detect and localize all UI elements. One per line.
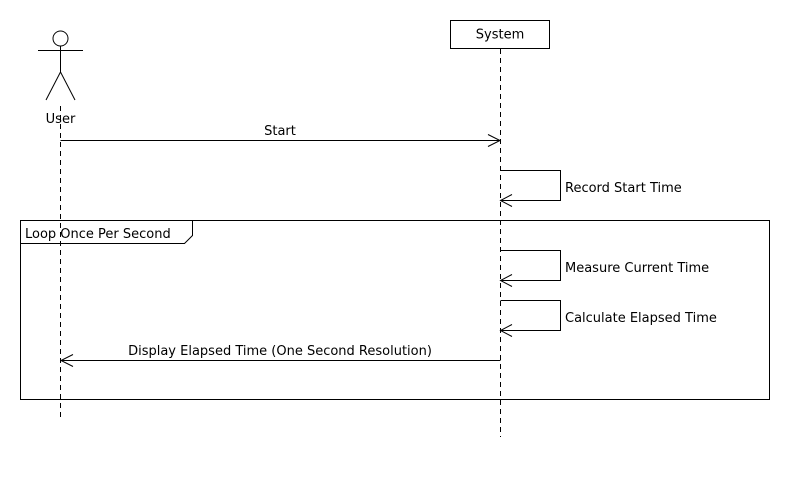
message-record-start-time-label: Record Start Time (565, 181, 682, 196)
actor-user: User (38, 30, 83, 127)
actor-user-right-leg (60, 71, 76, 101)
message-measure-current-time-arrowhead (499, 274, 513, 287)
message-start-label: Start (264, 124, 296, 139)
message-calculate-elapsed-time-label: Calculate Elapsed Time (565, 311, 717, 326)
message-display-elapsed-time-arrowhead (59, 354, 74, 367)
actor-user-head (52, 30, 69, 47)
message-calculate-elapsed-time-line (500, 300, 561, 331)
loop-fragment-frame (20, 220, 770, 400)
message-display-elapsed-time-label: Display Elapsed Time (One Second Resolut… (128, 344, 432, 359)
message-record-start-time-line (500, 170, 561, 201)
message-start: Start (60, 124, 502, 147)
loop-fragment: Loop Once Per Second (20, 220, 770, 400)
loop-fragment-label-tab (20, 220, 193, 244)
participant-system-box (450, 20, 550, 49)
actor-user-left-leg (45, 71, 61, 101)
message-record-start-time-arrowhead (499, 194, 513, 207)
message-display-elapsed-time: Display Elapsed Time (One Second Resolut… (59, 344, 501, 367)
participant-system: System (450, 20, 550, 49)
message-measure-current-time-line (500, 250, 561, 281)
loop-fragment-label: Loop Once Per Second (25, 227, 171, 242)
message-record-start-time: Record Start Time (499, 170, 682, 207)
message-measure-current-time: Measure Current Time (499, 250, 709, 287)
message-start-arrowhead (487, 134, 502, 147)
message-calculate-elapsed-time-arrowhead (499, 324, 513, 337)
message-measure-current-time-label: Measure Current Time (565, 261, 709, 276)
participant-system-label: System (476, 28, 524, 43)
message-calculate-elapsed-time: Calculate Elapsed Time (499, 300, 717, 337)
